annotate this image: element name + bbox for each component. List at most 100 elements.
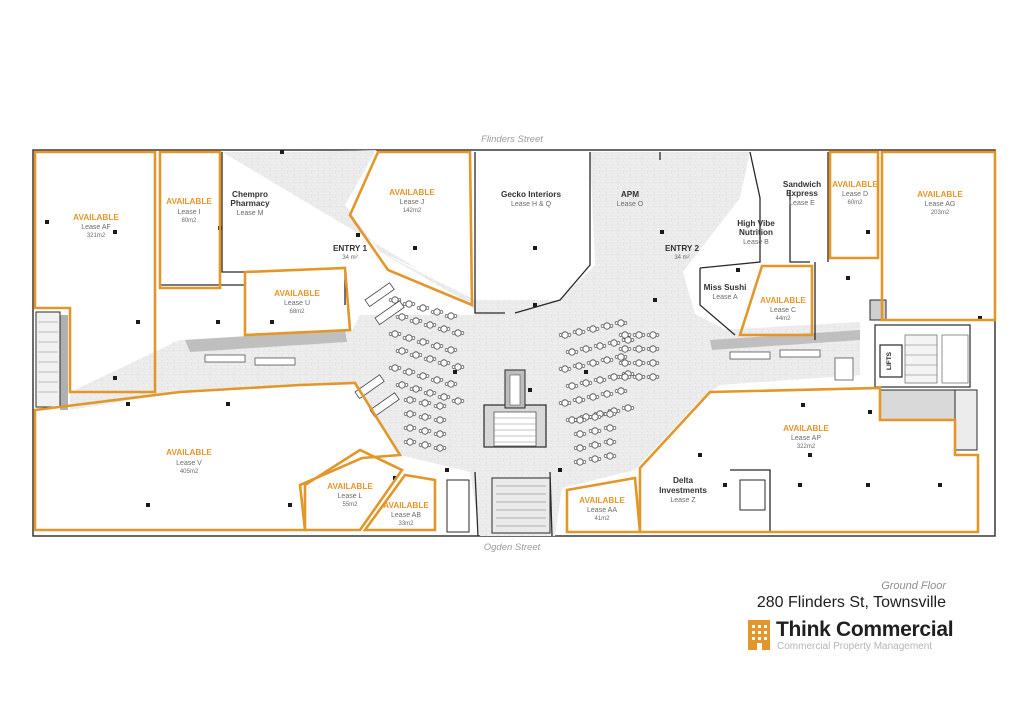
column-dot	[558, 468, 562, 472]
column-dot	[978, 316, 982, 320]
lease-ab-lease: Lease AB	[391, 512, 421, 519]
table-set	[586, 359, 600, 367]
table-set	[388, 364, 402, 372]
entry-2-label: ENTRY 2	[665, 244, 700, 253]
lease-e-tenant-line2: Express	[786, 189, 818, 198]
column-dot	[136, 320, 140, 324]
table-set	[573, 458, 587, 466]
lease-v-area: 405m2	[180, 469, 199, 475]
service-core: LIFTS	[874, 324, 978, 451]
table-set	[430, 342, 444, 350]
column-dot	[113, 376, 117, 380]
table-set	[646, 373, 660, 381]
table-set	[621, 336, 635, 344]
lease-c-area: 44m2	[775, 316, 791, 322]
table-set	[409, 351, 423, 359]
table-set	[646, 345, 660, 353]
outline-lease-ab	[362, 473, 437, 532]
entry-1-area: 34 m²	[342, 255, 357, 261]
column-dot	[798, 483, 802, 487]
lease-ap-lease: Lease AP	[791, 435, 821, 442]
table-set	[588, 455, 602, 463]
outline-lease-j	[348, 150, 474, 307]
table-set	[572, 362, 586, 370]
table-set	[632, 345, 646, 353]
table-set	[430, 376, 444, 384]
lease-m-lease: Lease M	[237, 210, 264, 217]
lease-u-lease: Lease U	[284, 300, 310, 307]
column-dot	[270, 320, 274, 324]
table-set	[558, 365, 572, 373]
west-stair	[35, 311, 61, 408]
table-set	[565, 382, 579, 390]
table-set	[588, 413, 602, 421]
column-dot	[216, 320, 220, 324]
table-set	[614, 387, 628, 395]
table-set	[416, 304, 430, 312]
lease-c-status: AVAILABLE	[760, 296, 806, 305]
table-set	[573, 444, 587, 452]
table-set	[433, 430, 447, 438]
lease-b-tenant-line1: High Vibe	[737, 219, 775, 228]
table-set	[632, 359, 646, 367]
lease-m-tenant-line1: Chempro	[232, 190, 268, 199]
lease-v-lease: Lease V	[176, 460, 202, 467]
column-dot	[698, 453, 702, 457]
table-set	[451, 397, 465, 405]
table-set	[395, 347, 409, 355]
table-set	[632, 373, 646, 381]
table-set	[558, 331, 572, 339]
lease-z-lease: Lease Z	[670, 497, 696, 504]
table-set	[573, 416, 587, 424]
table-set	[646, 359, 660, 367]
table-set	[395, 313, 409, 321]
table-set	[423, 389, 437, 397]
lifts-label: LIFTS	[886, 351, 893, 370]
table-set	[614, 319, 628, 327]
table-set	[402, 334, 416, 342]
lease-ab-status: AVAILABLE	[383, 501, 429, 510]
outline-lease-d	[828, 150, 880, 260]
lease-ap-status: AVAILABLE	[783, 424, 829, 433]
column-dot	[533, 246, 537, 250]
lease-o-lease: Lease O	[617, 201, 644, 208]
lease-u-area: 68m2	[289, 309, 305, 315]
table-set	[433, 444, 447, 452]
brand-name: Think Commercial	[776, 618, 954, 641]
column-dot	[868, 410, 872, 414]
lease-j-status: AVAILABLE	[389, 188, 435, 197]
outline-lease-u	[243, 266, 352, 337]
lease-aa-area: 41m2	[594, 516, 610, 522]
table-set	[618, 331, 632, 339]
table-set	[409, 385, 423, 393]
column-dot	[113, 230, 117, 234]
column-dot	[413, 246, 417, 250]
table-set	[423, 321, 437, 329]
lease-i-lease: Lease I	[178, 209, 201, 216]
communal-table	[374, 300, 405, 326]
lease-af-status: AVAILABLE	[73, 213, 119, 222]
lease-a-lease: Lease A	[712, 294, 738, 301]
column-dot	[453, 370, 457, 374]
column-dot	[736, 268, 740, 272]
lease-hq-tenant: Gecko Interiors	[501, 190, 562, 199]
table-set	[402, 300, 416, 308]
south-stair	[446, 477, 766, 534]
bench-seating	[204, 349, 854, 381]
table-set	[433, 402, 447, 410]
column-dot	[660, 230, 664, 234]
table-set	[403, 424, 417, 432]
table-set	[586, 325, 600, 333]
table-set	[588, 441, 602, 449]
table-set	[433, 416, 447, 424]
table-set	[451, 329, 465, 337]
outline-lease-l	[303, 448, 404, 532]
communal-table	[364, 282, 395, 308]
lease-ap-area: 322m2	[797, 444, 816, 450]
lease-m-tenant-line2: Pharmacy	[230, 199, 270, 208]
lease-l-status: AVAILABLE	[327, 482, 373, 491]
table-set	[572, 328, 586, 336]
lease-af-lease: Lease AF	[81, 224, 111, 231]
table-set	[618, 359, 632, 367]
column-dot	[445, 468, 449, 472]
